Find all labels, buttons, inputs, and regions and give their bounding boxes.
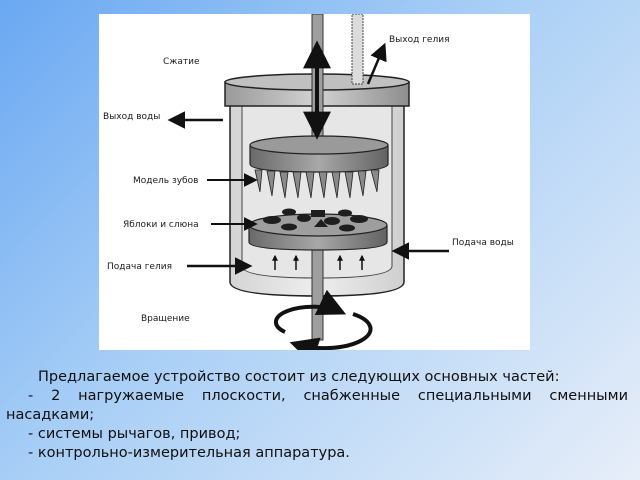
lower-shaft [311,245,324,341]
internal-flow-arrows [272,254,365,270]
description-item: - 2 нагружаемые плоскости, снабженные сп… [6,388,628,423]
label-compression: Сжатие [163,57,200,67]
label-water-out: Выход воды [103,112,160,122]
apparatus-diagram: Сжатие Выход воды Модель зубов Яблоки и … [103,14,514,350]
helium-outlet-tube [351,14,364,85]
helium-outlet-arrow [366,42,387,85]
apple-pieces [263,208,368,232]
label-rotation: Вращение [141,314,190,324]
diagram-panel: Сжатие Выход воды Модель зубов Яблоки и … [99,14,530,350]
description-item: - контрольно-измерительная аппаратура. [28,445,350,461]
description-item: - системы рычагов, привод; [28,426,241,442]
teeth-model-platen [249,135,389,173]
label-helium-in: Подача гелия [107,262,172,272]
label-teeth-model: Модель зубов [133,176,198,186]
rotation-arrow [273,289,373,350]
description-intro: Предлагаемое устройство состоит из следу… [38,369,560,385]
description-text: Предлагаемое устройство состоит из следу… [6,368,628,463]
teeth-spikes [254,169,380,199]
label-water-in: Подача воды [452,238,514,248]
label-helium-out: Выход гелия [389,35,449,45]
label-apples-saliva: Яблоки и слюна [123,220,199,230]
